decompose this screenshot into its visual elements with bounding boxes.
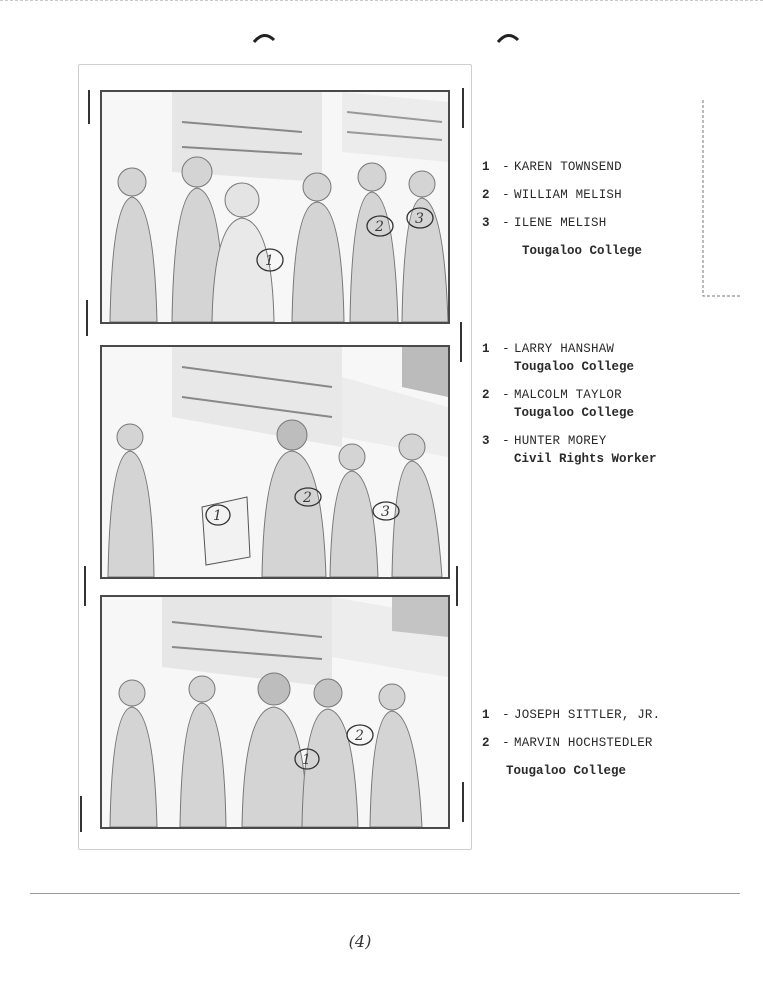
caption-dash: -: [502, 434, 510, 448]
caption-entry: 1-LARRY HANSHAW: [482, 340, 752, 358]
edge-mark: [80, 796, 82, 832]
page-number: (4): [348, 932, 372, 951]
caption-entry: 2-WILLIAM MELISH: [482, 186, 752, 204]
photo-2: 1 2 3: [100, 345, 450, 579]
caption-block-1: 1-KAREN TOWNSEND 2-WILLIAM MELISH 3-ILEN…: [482, 158, 752, 260]
caption-number: 2: [482, 736, 490, 750]
edge-mark: [456, 566, 458, 606]
edge-mark: [86, 300, 88, 336]
caption-name: MARVIN HOCHSTEDLER: [514, 736, 653, 750]
photo-1: 1 2 3: [100, 90, 450, 324]
caption-affiliation: Civil Rights Worker: [514, 452, 657, 466]
caption-dash: -: [502, 388, 510, 402]
caption-name: ILENE MELISH: [514, 216, 607, 230]
photo-3: 1 2: [100, 595, 450, 829]
edge-mark: [88, 90, 90, 124]
caption-dash: -: [502, 216, 510, 230]
punch-hole-right: [496, 30, 520, 44]
caption-entry: 1-JOSEPH SITTLER, JR.: [482, 706, 752, 724]
caption-block-3: 1-JOSEPH SITTLER, JR. 2-MARVIN HOCHSTEDL…: [482, 706, 752, 780]
group-affiliation: Tougaloo College: [506, 764, 627, 778]
caption-name: KAREN TOWNSEND: [514, 160, 622, 174]
caption-number: 1: [482, 160, 490, 174]
photo-2-mark-3: 3: [381, 504, 390, 520]
photo-3-mark-1: 1: [302, 752, 311, 768]
caption-dash: -: [502, 160, 510, 174]
caption-number: 1: [482, 342, 490, 356]
caption-dash: -: [502, 342, 510, 356]
photo-1-mark-1: 1: [265, 253, 274, 269]
caption-entry: 3-HUNTER MOREY: [482, 432, 752, 450]
photo-2-mark-1: 1: [213, 508, 222, 524]
edge-mark: [84, 566, 86, 606]
photo-1-mark-2: 2: [374, 219, 384, 235]
margin-bracket: [702, 100, 742, 297]
caption-dash: -: [502, 708, 510, 722]
caption-name: LARRY HANSHAW: [514, 342, 615, 356]
caption-entry: 2-MALCOLM TAYLOR: [482, 386, 752, 404]
caption-name: JOSEPH SITTLER, JR.: [514, 708, 661, 722]
photo-3-mark-2: 2: [354, 728, 364, 744]
footer-rule: [30, 893, 740, 894]
edge-mark: [462, 782, 464, 822]
caption-name: WILLIAM MELISH: [514, 188, 622, 202]
caption-number: 2: [482, 188, 490, 202]
group-affiliation: Tougaloo College: [522, 244, 643, 258]
caption-dash: -: [502, 736, 510, 750]
photo-mount-sheet: [78, 64, 472, 850]
photo-2-mark-2: 2: [302, 490, 312, 506]
caption-entry: 2-MARVIN HOCHSTEDLER: [482, 734, 752, 752]
caption-affiliation: Tougaloo College: [514, 360, 635, 374]
punch-hole-left: [252, 30, 276, 44]
caption-number: 1: [482, 708, 490, 722]
caption-affiliation: Tougaloo College: [514, 406, 635, 420]
page-top-edge: [0, 0, 763, 1]
caption-name: HUNTER MOREY: [514, 434, 607, 448]
caption-entry: 1-KAREN TOWNSEND: [482, 158, 752, 176]
caption-name: MALCOLM TAYLOR: [514, 388, 622, 402]
photo-1-mark-3: 3: [415, 211, 424, 227]
caption-number: 2: [482, 388, 490, 402]
caption-number: 3: [482, 434, 490, 448]
edge-mark: [460, 322, 462, 362]
caption-block-2: 1-LARRY HANSHAW Tougaloo College 2-MALCO…: [482, 340, 752, 468]
caption-number: 3: [482, 216, 490, 230]
caption-entry: 3-ILENE MELISH: [482, 214, 752, 232]
edge-mark: [462, 88, 464, 128]
caption-dash: -: [502, 188, 510, 202]
